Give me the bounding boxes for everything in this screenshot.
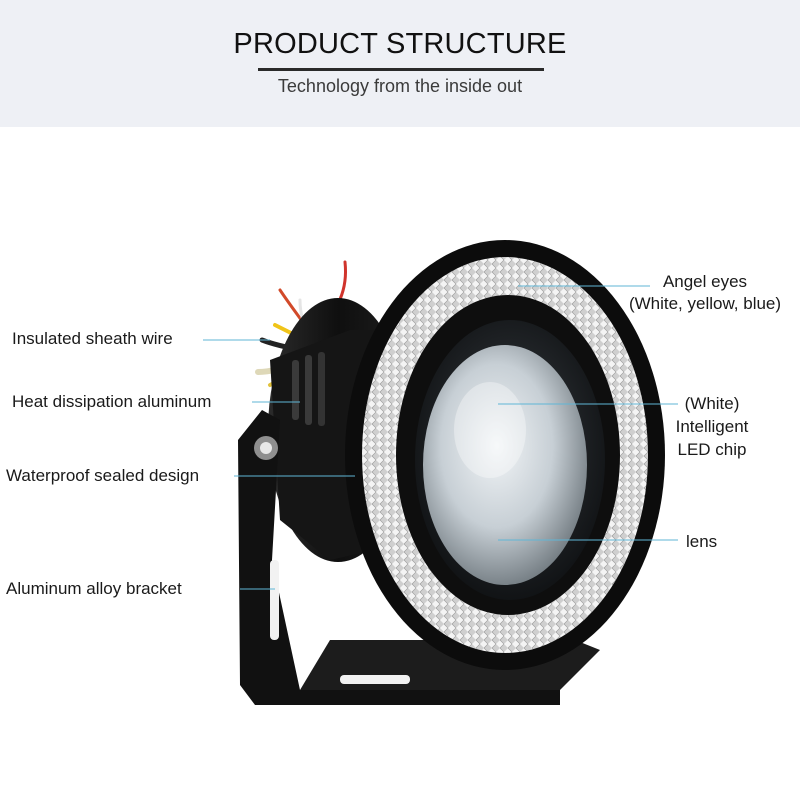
title-underline: [258, 68, 544, 71]
label-led-intelligent: Intelligent: [675, 417, 749, 436]
label-insulated-wire: Insulated sheath wire: [12, 329, 173, 348]
label-lens: lens: [686, 532, 718, 551]
label-led-white: (White): [684, 394, 740, 413]
lens-assembly: [415, 320, 605, 600]
label-waterproof: Waterproof sealed design: [6, 466, 200, 485]
label-angel-eyes-colors: (White, yellow, blue): [628, 294, 782, 313]
label-angel-eyes: Angel eyes: [662, 272, 748, 291]
label-bracket: Aluminum alloy bracket: [6, 579, 182, 598]
page-title: PRODUCT STRUCTURE: [233, 28, 567, 60]
header-banner: PRODUCT STRUCTURE Technology from the in…: [0, 0, 800, 127]
page-subtitle: Technology from the inside out: [277, 76, 523, 96]
label-heat-dissipation: Heat dissipation aluminum: [12, 392, 212, 411]
label-led-chip: LED chip: [677, 440, 747, 459]
leader-lines: [203, 285, 678, 590]
